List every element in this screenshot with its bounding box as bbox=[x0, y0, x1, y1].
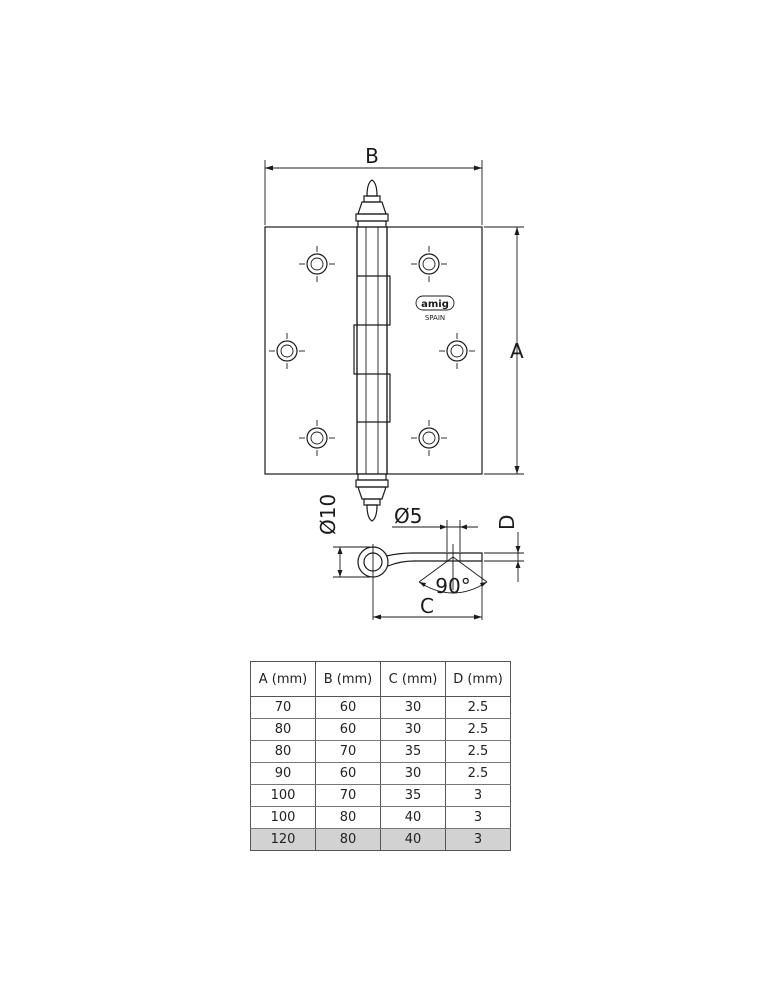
screw-hole bbox=[439, 333, 475, 369]
dimension-pin-diameter-label: Ø10 bbox=[316, 494, 340, 535]
hinge-technical-drawing: amig SPAIN B A bbox=[264, 144, 524, 620]
table-cell: 35 bbox=[380, 740, 446, 763]
dimension-angle-label: 90° bbox=[435, 574, 470, 598]
screw-hole bbox=[299, 246, 335, 282]
dimension-angle: 90° bbox=[418, 556, 488, 598]
table-cell: 60 bbox=[315, 762, 381, 785]
dimension-b: B bbox=[264, 144, 483, 225]
table-row: 70 60 30 2.5 bbox=[250, 696, 511, 719]
dimension-a-label: A bbox=[510, 339, 524, 363]
table-cell: 80 bbox=[315, 806, 381, 829]
table-cell: 70 bbox=[315, 740, 381, 763]
table-row-highlighted: 120 80 40 3 bbox=[250, 828, 511, 851]
table-cell: 80 bbox=[250, 740, 316, 763]
table-cell: 80 bbox=[250, 718, 316, 741]
table-row: 90 60 30 2.5 bbox=[250, 762, 511, 785]
table-cell: 35 bbox=[380, 784, 446, 807]
dimension-d: D bbox=[484, 515, 524, 582]
bottom-finial bbox=[355, 473, 389, 522]
table-cell: 2.5 bbox=[445, 718, 511, 741]
table-row: 80 60 30 2.5 bbox=[250, 718, 511, 741]
table-cell: 70 bbox=[250, 696, 316, 719]
table-cell: 30 bbox=[380, 696, 446, 719]
table-cell: 60 bbox=[315, 696, 381, 719]
table-cell: 70 bbox=[315, 784, 381, 807]
column-header-b: B (mm) bbox=[315, 661, 381, 697]
dimensions-table: A (mm) B (mm) C (mm) D (mm) 70 60 30 2.5… bbox=[250, 661, 511, 851]
brand-country-text: SPAIN bbox=[425, 314, 445, 322]
dimension-b-label: B bbox=[365, 144, 379, 168]
dimension-d-label: D bbox=[495, 515, 519, 530]
screw-hole bbox=[269, 333, 305, 369]
top-finial bbox=[355, 179, 389, 228]
table-cell: 40 bbox=[380, 806, 446, 829]
screw-hole bbox=[299, 420, 335, 456]
brand-logo-text: amig bbox=[421, 299, 449, 310]
table-cell: 80 bbox=[315, 828, 381, 851]
table-cell: 30 bbox=[380, 718, 446, 741]
hinge-side-view bbox=[357, 544, 483, 620]
screw-holes bbox=[269, 246, 475, 456]
table-cell: 100 bbox=[250, 784, 316, 807]
dimension-hole-diameter: Ø5 bbox=[392, 504, 478, 552]
table-cell: 3 bbox=[445, 828, 511, 851]
table-row: 100 70 35 3 bbox=[250, 784, 511, 807]
table-cell: 120 bbox=[250, 828, 316, 851]
table-cell: 90 bbox=[250, 762, 316, 785]
screw-hole bbox=[411, 246, 447, 282]
table-cell: 2.5 bbox=[445, 762, 511, 785]
table-cell: 3 bbox=[445, 784, 511, 807]
table-cell: 40 bbox=[380, 828, 446, 851]
screw-hole bbox=[411, 420, 447, 456]
dimension-hole-diameter-label: Ø5 bbox=[394, 504, 422, 528]
table-cell: 60 bbox=[315, 718, 381, 741]
column-header-d: D (mm) bbox=[445, 661, 511, 697]
dimension-c: C bbox=[373, 594, 482, 620]
column-header-a: A (mm) bbox=[250, 661, 316, 697]
brand-logo: amig SPAIN bbox=[415, 295, 455, 322]
dimension-c-label: C bbox=[420, 594, 434, 618]
table-row: 80 70 35 2.5 bbox=[250, 740, 511, 763]
table-cell: 30 bbox=[380, 762, 446, 785]
table-cell: 3 bbox=[445, 806, 511, 829]
dimension-pin-diameter: Ø10 bbox=[316, 494, 370, 578]
column-header-c: C (mm) bbox=[380, 661, 446, 697]
hinge-knuckle-barrel bbox=[356, 226, 388, 475]
table-cell: 100 bbox=[250, 806, 316, 829]
hinge-front-view: amig SPAIN bbox=[264, 179, 483, 522]
table-cell: 2.5 bbox=[445, 740, 511, 763]
table-cell: 2.5 bbox=[445, 696, 511, 719]
dimension-a: A bbox=[484, 226, 524, 475]
table-row: 100 80 40 3 bbox=[250, 806, 511, 829]
table-header-row: A (mm) B (mm) C (mm) D (mm) bbox=[250, 661, 511, 697]
